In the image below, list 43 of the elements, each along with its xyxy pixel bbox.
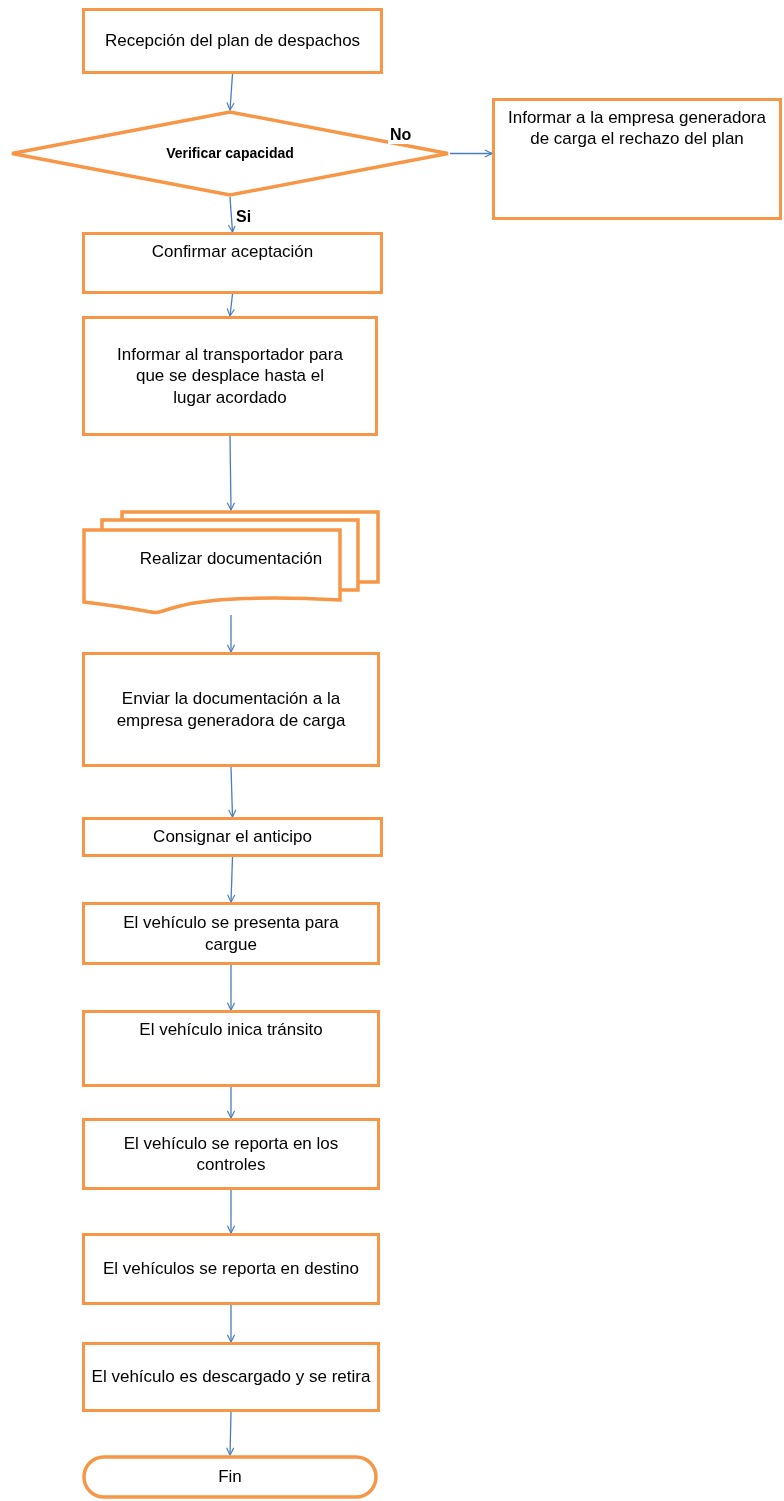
terminator-shape	[82, 1455, 378, 1499]
process-box	[82, 652, 380, 767]
step-text: El vehículo se presenta para cargue	[122, 912, 340, 955]
arrow	[226, 1086, 236, 1119]
process-box	[492, 98, 782, 220]
arrow	[226, 1189, 236, 1234]
step-text: El vehículo inica tránsito	[139, 1019, 323, 1041]
arrow	[227, 856, 236, 903]
decision-text: Verificar capacidad	[166, 144, 294, 163]
arrow	[226, 1411, 235, 1456]
process-box	[82, 316, 378, 436]
process-box	[82, 817, 383, 857]
arrow	[449, 149, 493, 158]
arrow	[226, 1304, 236, 1343]
step-text: El vehículo se reporta en los controles	[122, 1132, 340, 1176]
arrow	[226, 614, 236, 653]
arrow	[226, 435, 236, 511]
arrow	[226, 964, 236, 1011]
edge-label: No	[388, 126, 414, 144]
step-text: Fin	[218, 1466, 242, 1488]
step-text: Informar al transportador para que se desplace hasta el lugar acordado	[116, 344, 344, 408]
arrow	[228, 766, 237, 818]
step-text: El vehículos se reporta en destino	[102, 1258, 360, 1280]
step-text: Recepción del plan de despachos	[104, 30, 361, 52]
step-text: El vehículo es descargado y se retira	[91, 1366, 371, 1388]
step-text: Enviar la documentación a la empresa generadora de carga	[115, 688, 347, 731]
process-box	[82, 1010, 380, 1087]
process-box	[82, 1342, 380, 1412]
step-text: Realizar documentación	[139, 547, 323, 570]
process-box	[82, 8, 383, 74]
step-text: Confirmar aceptación	[151, 241, 314, 263]
arrow	[227, 196, 237, 233]
step-text: Informar a la empresa generadora de carga el rechazo del plan	[507, 107, 767, 150]
process-box	[82, 1118, 380, 1190]
edge-label: Si	[234, 208, 254, 226]
process-box	[82, 232, 383, 294]
multi-document-shape	[82, 510, 380, 615]
process-box	[82, 902, 380, 965]
arrow	[226, 73, 235, 111]
step-text: Consignar el anticipo	[153, 826, 312, 848]
process-box	[82, 1233, 380, 1305]
arrow	[226, 293, 235, 317]
decision-diamond	[10, 110, 450, 197]
